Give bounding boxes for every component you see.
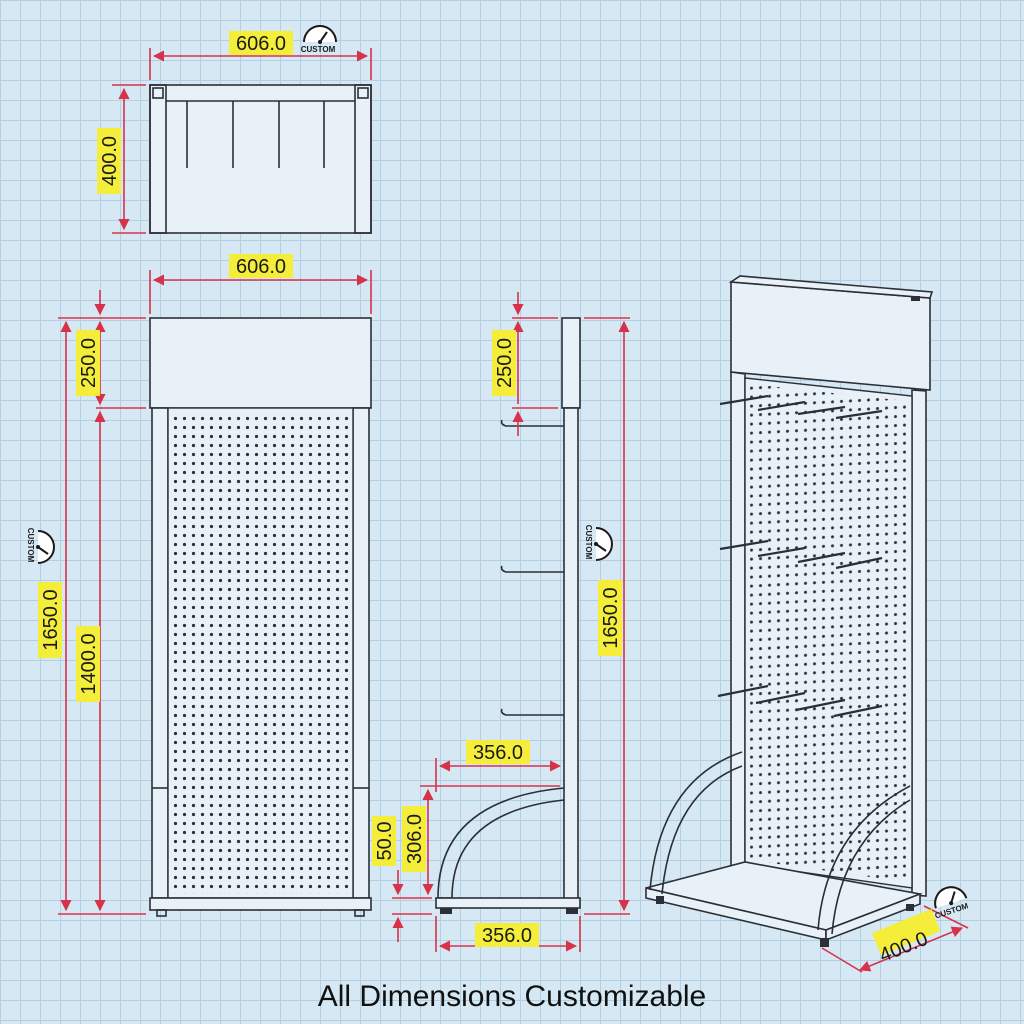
perspective-hooks bbox=[717, 394, 883, 718]
gauge-icon: CUSTOM bbox=[584, 525, 613, 561]
svg-text:CUSTOM: CUSTOM bbox=[584, 525, 593, 560]
perspective-right-post bbox=[911, 389, 927, 897]
front-view-left-post bbox=[151, 407, 169, 899]
top-view-depth-dimension: 400.0 bbox=[97, 84, 146, 234]
badge-label: CUSTOM bbox=[301, 45, 336, 54]
perspective-header-front bbox=[730, 281, 931, 391]
perspective-left-arch bbox=[649, 751, 743, 891]
gauge-icon: CUSTOM bbox=[934, 886, 970, 921]
front-view-header-dimension: 250.0 bbox=[58, 290, 146, 409]
front-view-header-label: 250.0 bbox=[78, 338, 100, 388]
side-view: 250.0 1650.0 CUSTOM 356.0 bbox=[372, 292, 630, 952]
side-view-header-dimension: 250.0 bbox=[492, 292, 558, 436]
perspective-pegboard-holes bbox=[750, 384, 906, 882]
side-view-total-label: 1650.0 bbox=[600, 587, 622, 648]
side-view-arch-width-dimension: 356.0 bbox=[435, 740, 562, 792]
perspective-left-post bbox=[730, 371, 746, 887]
perspective-view: 400.0 CUSTOM bbox=[645, 275, 970, 973]
front-view-header bbox=[149, 317, 372, 409]
side-view-header bbox=[561, 317, 581, 409]
side-view-base-width-dimension: 356.0 bbox=[435, 916, 581, 952]
front-view: 606.0 250.0 1400.0 1650.0 bbox=[26, 254, 372, 917]
front-view-panel-dimension: 1400.0 bbox=[76, 410, 106, 912]
top-view: 606.0 CUSTOM 400.0 bbox=[97, 25, 372, 234]
top-view-corner-left bbox=[152, 87, 164, 99]
side-view-arch-height-dimension: 306.0 bbox=[402, 785, 560, 896]
top-view-width-highlight bbox=[229, 31, 293, 55]
front-view-total-label: 1650.0 bbox=[40, 589, 62, 650]
gauge-icon: CUSTOM bbox=[301, 25, 337, 54]
perspective-right-arch bbox=[817, 785, 911, 931]
front-view-total-dimension: 1650.0 bbox=[38, 320, 146, 915]
gauge-icon: CUSTOM bbox=[26, 528, 55, 564]
svg-text:CUSTOM: CUSTOM bbox=[26, 528, 35, 563]
top-view-corner-right bbox=[357, 87, 369, 99]
front-view-width-dimension: 606.0 bbox=[149, 254, 372, 314]
side-view-header-label: 250.0 bbox=[494, 338, 516, 388]
top-view-width-dimension: 606.0 bbox=[149, 31, 372, 80]
side-view-hooks bbox=[500, 419, 564, 716]
side-view-foot-height-label: 50.0 bbox=[374, 822, 396, 861]
side-view-base bbox=[435, 897, 581, 909]
top-view-depth-label: 400.0 bbox=[99, 136, 121, 186]
side-view-base-width-label: 356.0 bbox=[482, 925, 532, 947]
top-view-width-label: 606.0 bbox=[236, 33, 286, 55]
front-view-panel-label: 1400.0 bbox=[78, 633, 100, 694]
side-view-arch-height-label: 306.0 bbox=[404, 814, 426, 864]
top-view-right-post bbox=[354, 84, 372, 234]
caption: All Dimensions Customizable bbox=[318, 980, 706, 1013]
side-view-arch-outer bbox=[437, 787, 565, 899]
top-view-hooks bbox=[186, 101, 325, 168]
top-view-outline bbox=[149, 84, 372, 234]
front-view-width-label: 606.0 bbox=[236, 256, 286, 278]
side-view-arch-inner bbox=[451, 799, 565, 899]
side-view-total-dimension: 1650.0 bbox=[584, 317, 630, 915]
side-view-arch-width-label: 356.0 bbox=[473, 742, 523, 764]
front-view-base bbox=[149, 897, 372, 911]
front-view-pegboard-holes bbox=[172, 412, 349, 894]
top-view-left-post bbox=[149, 84, 167, 234]
front-view-right-post bbox=[352, 407, 370, 899]
side-view-foot-height-dimension: 50.0 bbox=[372, 816, 432, 942]
side-view-post bbox=[563, 407, 579, 901]
